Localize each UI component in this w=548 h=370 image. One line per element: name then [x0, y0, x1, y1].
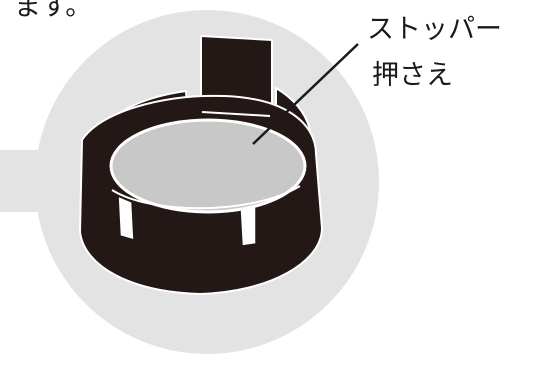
back-tab-lip-line [201, 111, 271, 117]
front-lip-line [111, 185, 301, 210]
callout-leader-line [252, 43, 359, 145]
front-left-slot [117, 195, 135, 241]
top-text-fragment: ます。 [14, 0, 93, 22]
stopper-holder-part [79, 35, 323, 295]
callout-label-line1: ストッパー [367, 14, 502, 45]
front-right-slot [239, 205, 257, 247]
callout-label-line2: 押さえ [372, 60, 453, 91]
inner-top-face [109, 118, 307, 214]
